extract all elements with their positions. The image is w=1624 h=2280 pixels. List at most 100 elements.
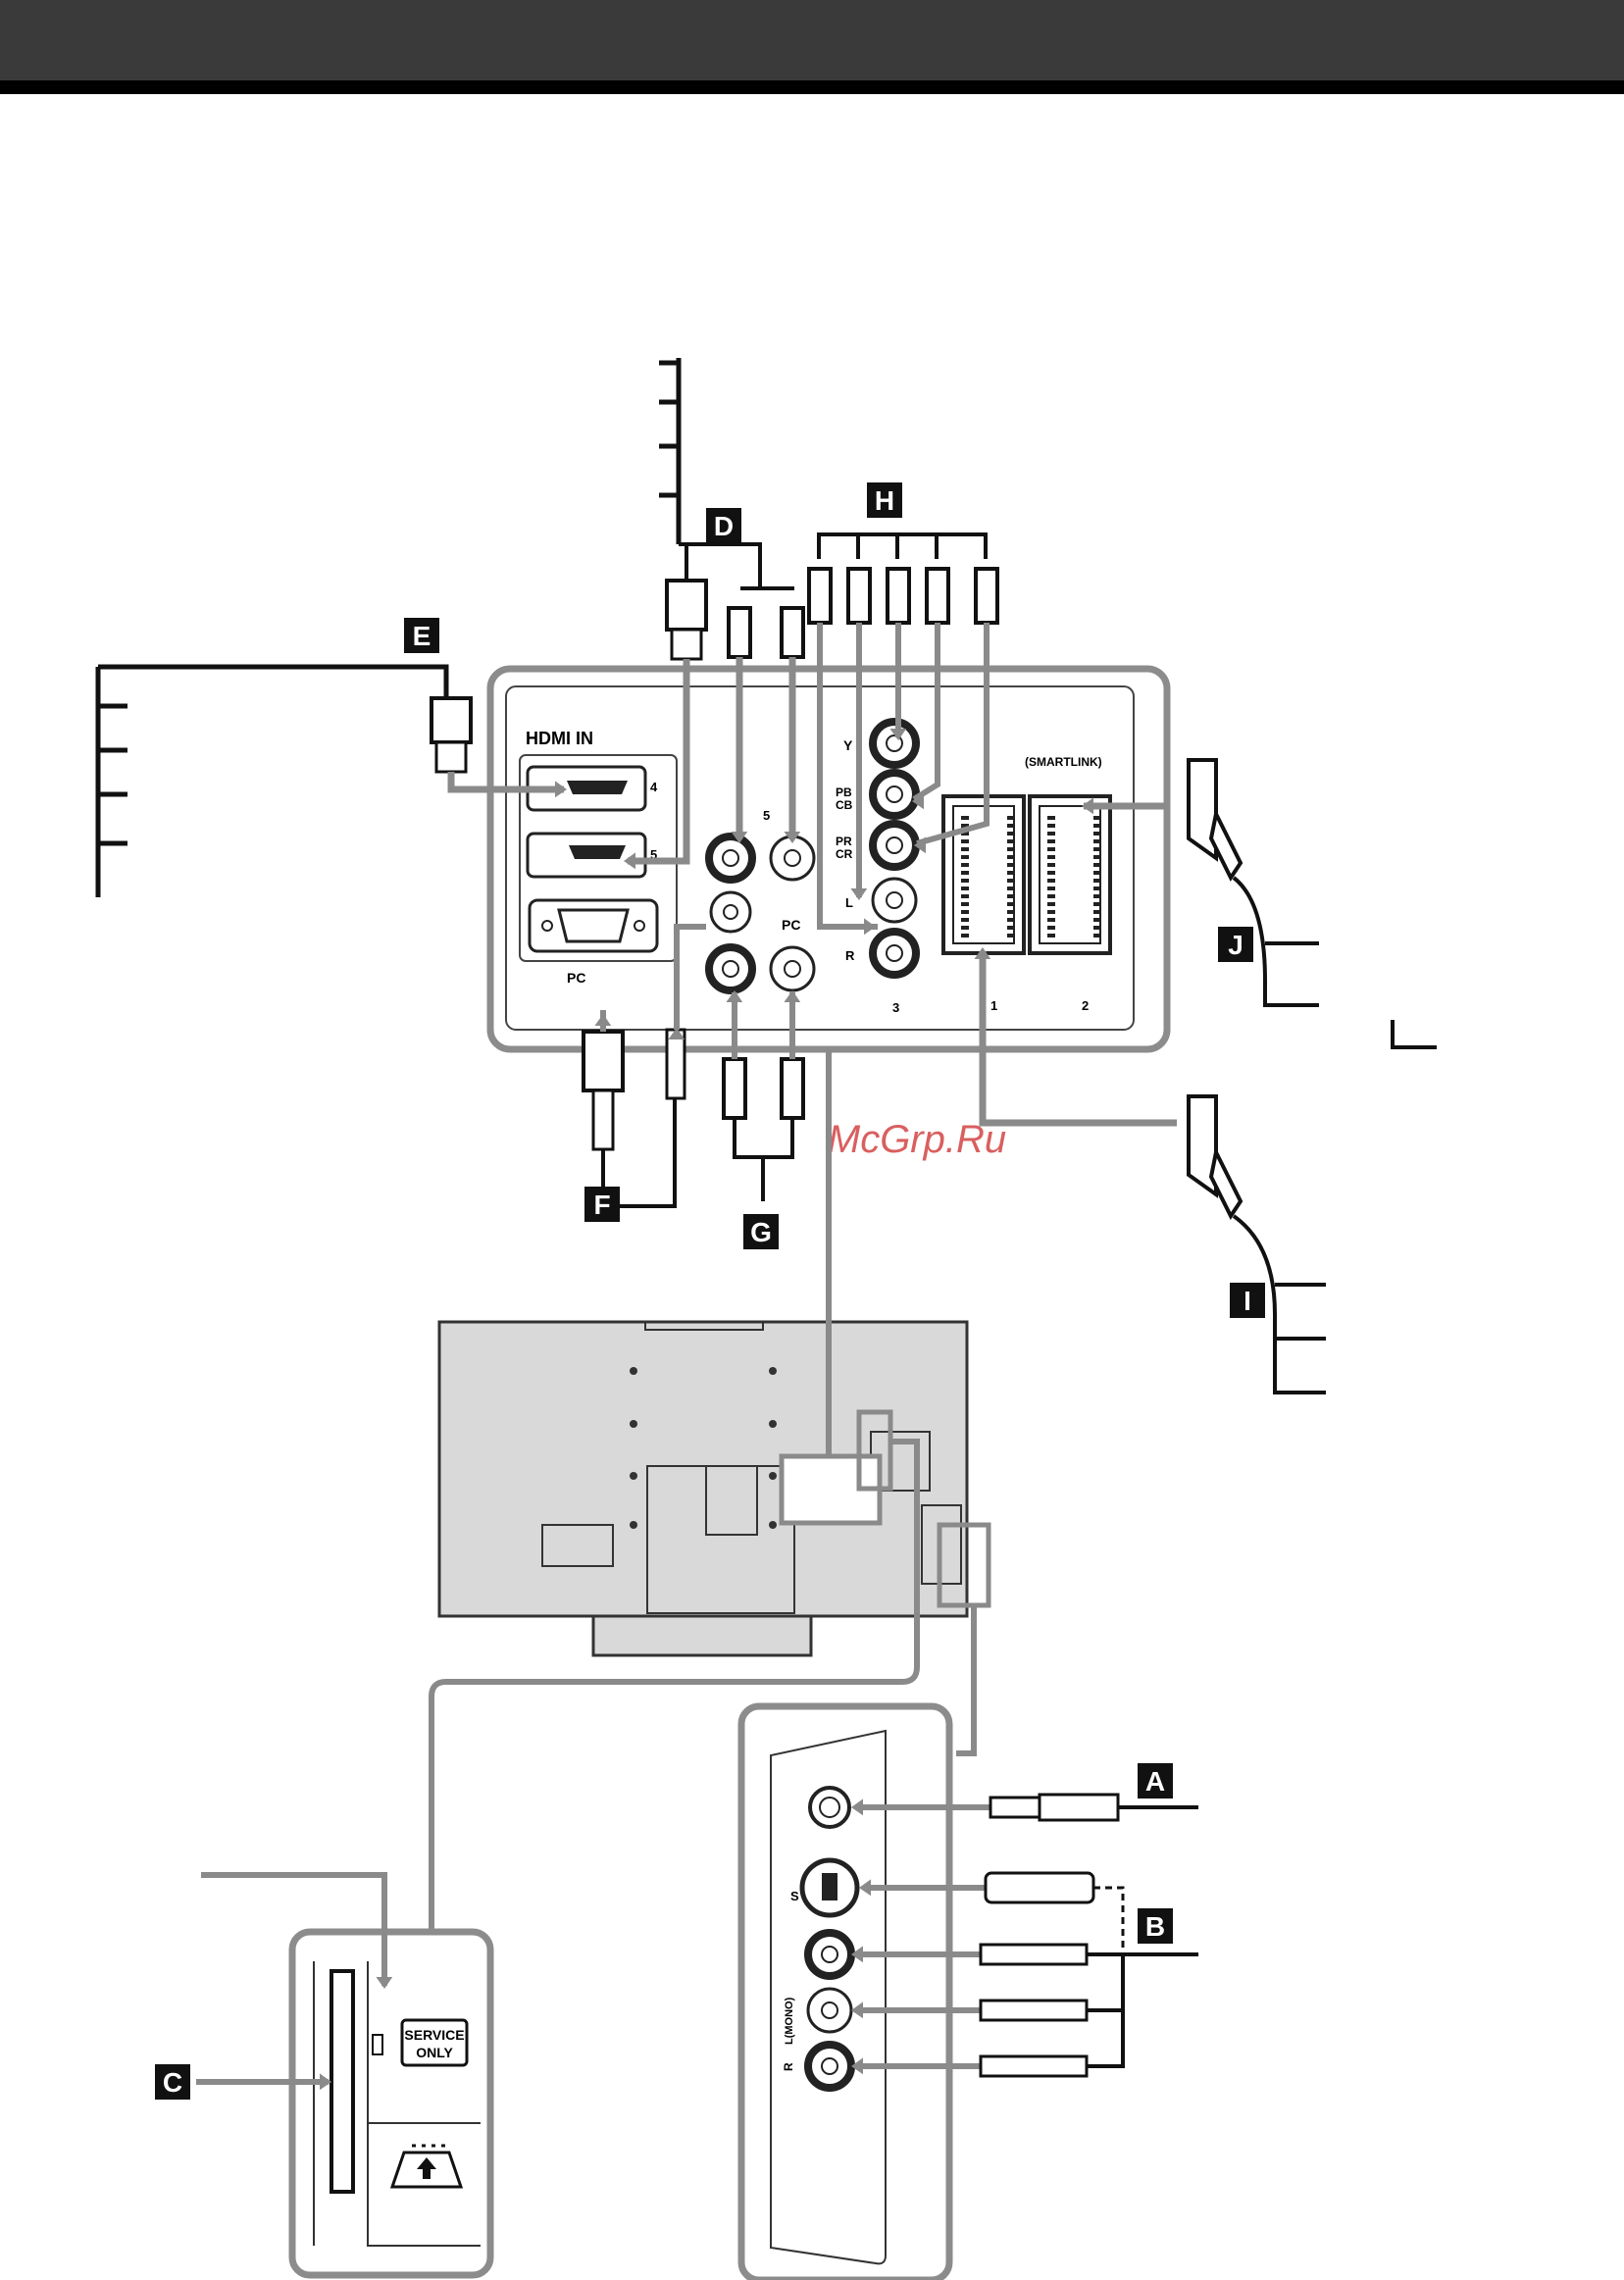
tv-screw (630, 1420, 637, 1428)
scart-pin (1093, 855, 1101, 859)
scart-pin (1047, 824, 1055, 828)
device-bracket-e (98, 667, 446, 897)
scart-pin (961, 926, 969, 930)
callout-a: A (1138, 1763, 1173, 1799)
scart-pin (961, 863, 969, 867)
svg-text:F: F (593, 1190, 610, 1220)
scart-pin (1047, 816, 1055, 820)
pc-vga-port[interactable] (530, 900, 657, 951)
callout-f: F (584, 1187, 620, 1222)
scart-pin (1093, 871, 1101, 875)
scart-pin (1093, 839, 1101, 843)
scart-pin (1093, 894, 1101, 898)
callout-g: G (743, 1214, 779, 1249)
svg-text:J: J (1228, 930, 1243, 960)
rca-plugs-h (809, 569, 997, 623)
card-slot[interactable] (331, 1971, 353, 2192)
component-jacks[interactable] (873, 722, 916, 975)
video-jack[interactable] (808, 1933, 851, 1976)
callout-c: C (155, 2064, 190, 2100)
svg-text:C: C (163, 2067, 182, 2098)
service-line1: SERVICE (404, 2027, 464, 2043)
audio-l-mono-jack[interactable] (808, 1989, 851, 2032)
audio-r-jack[interactable] (808, 2045, 851, 2088)
scart-pin (961, 847, 969, 851)
scart-pin (961, 855, 969, 859)
scart-pin (1093, 910, 1101, 914)
component-pr-label: PR (836, 835, 852, 848)
scart-pin (1093, 926, 1101, 930)
scart-pin (1007, 902, 1015, 906)
tv-screw (630, 1521, 637, 1529)
scart-pin (1007, 871, 1015, 875)
scart-pin (1093, 918, 1101, 922)
tv-screw (769, 1420, 777, 1428)
cable-f (584, 927, 706, 1206)
scart-pin (1047, 926, 1055, 930)
scart-pin (1093, 879, 1101, 883)
cable-d-arrows (628, 657, 792, 861)
tv-screw (769, 1521, 777, 1529)
side-panel: S L(MONO) R (741, 1706, 949, 2280)
s-video-jack[interactable] (802, 1860, 857, 1915)
input-3-label: 3 (892, 1000, 899, 1015)
scart-pin (1047, 871, 1055, 875)
scart-pin (1007, 847, 1015, 851)
callout-labels: D H E J F G I A B C (155, 482, 1265, 2100)
cable-b (855, 1873, 1198, 2076)
scart-pin (1007, 926, 1015, 930)
tv-screw (769, 1472, 777, 1480)
tv-rear-view (439, 1322, 989, 1655)
scart-pin (961, 918, 969, 922)
rca-plugs-d (729, 608, 803, 657)
scart-pin (1047, 879, 1055, 883)
l-mono-label: L(MONO) (784, 1997, 795, 2045)
scart-pin (1047, 887, 1055, 890)
arrowhead (624, 852, 635, 869)
scart-pin (1007, 839, 1015, 843)
svg-text:I: I (1243, 1286, 1251, 1316)
watermark: McGrp.Ru (828, 1118, 1006, 1161)
scart-pin (1047, 863, 1055, 867)
scart-pin (1007, 855, 1015, 859)
service-only-port: SERVICE ONLY (373, 2020, 467, 2065)
scart-pin (1047, 918, 1055, 922)
audio-out-jacks[interactable] (709, 947, 814, 990)
scart-pin (1007, 910, 1015, 914)
pc-audio-jack[interactable] (711, 892, 750, 932)
callout-j: J (1218, 927, 1253, 962)
component-cr-label: CR (836, 847, 853, 861)
cable-h (819, 534, 986, 559)
s-video-label: S (790, 1889, 799, 1903)
bracket-fragment (1393, 1020, 1437, 1047)
arrowhead (851, 1799, 863, 1815)
hdmi-4-label: 4 (650, 780, 658, 794)
arrowhead (555, 781, 567, 797)
arrowhead (1082, 797, 1093, 814)
input-5-jacks[interactable] (709, 836, 814, 880)
scart-pin (1093, 847, 1101, 851)
hdmi-plug-d (667, 581, 706, 659)
headphone-jack[interactable] (810, 1788, 849, 1827)
tv-screw (630, 1367, 637, 1375)
rear-connector-panel: HDMI IN 4 5 PC 5 PC (490, 669, 1167, 1049)
scart-pin (1093, 824, 1101, 828)
scart-pin (961, 879, 969, 883)
scart-1-label: 1 (990, 998, 997, 1013)
arrowhead (864, 918, 876, 935)
component-pb-label: PB (836, 785, 852, 799)
hdmi-port-5[interactable] (528, 834, 645, 877)
tv-screw (769, 1367, 777, 1375)
scart-pin (1007, 816, 1015, 820)
scart-2-label: 2 (1082, 998, 1089, 1013)
audio-l-label: L (845, 895, 853, 910)
scart-pin (1093, 934, 1101, 937)
scart-pin (1047, 894, 1055, 898)
scart-pin (961, 894, 969, 898)
scart-pin (1007, 879, 1015, 883)
r-label: R (782, 2062, 795, 2071)
pc-audio-label: PC (782, 917, 800, 933)
arrowhead (376, 1977, 392, 1989)
audio-r-label: R (845, 948, 855, 963)
